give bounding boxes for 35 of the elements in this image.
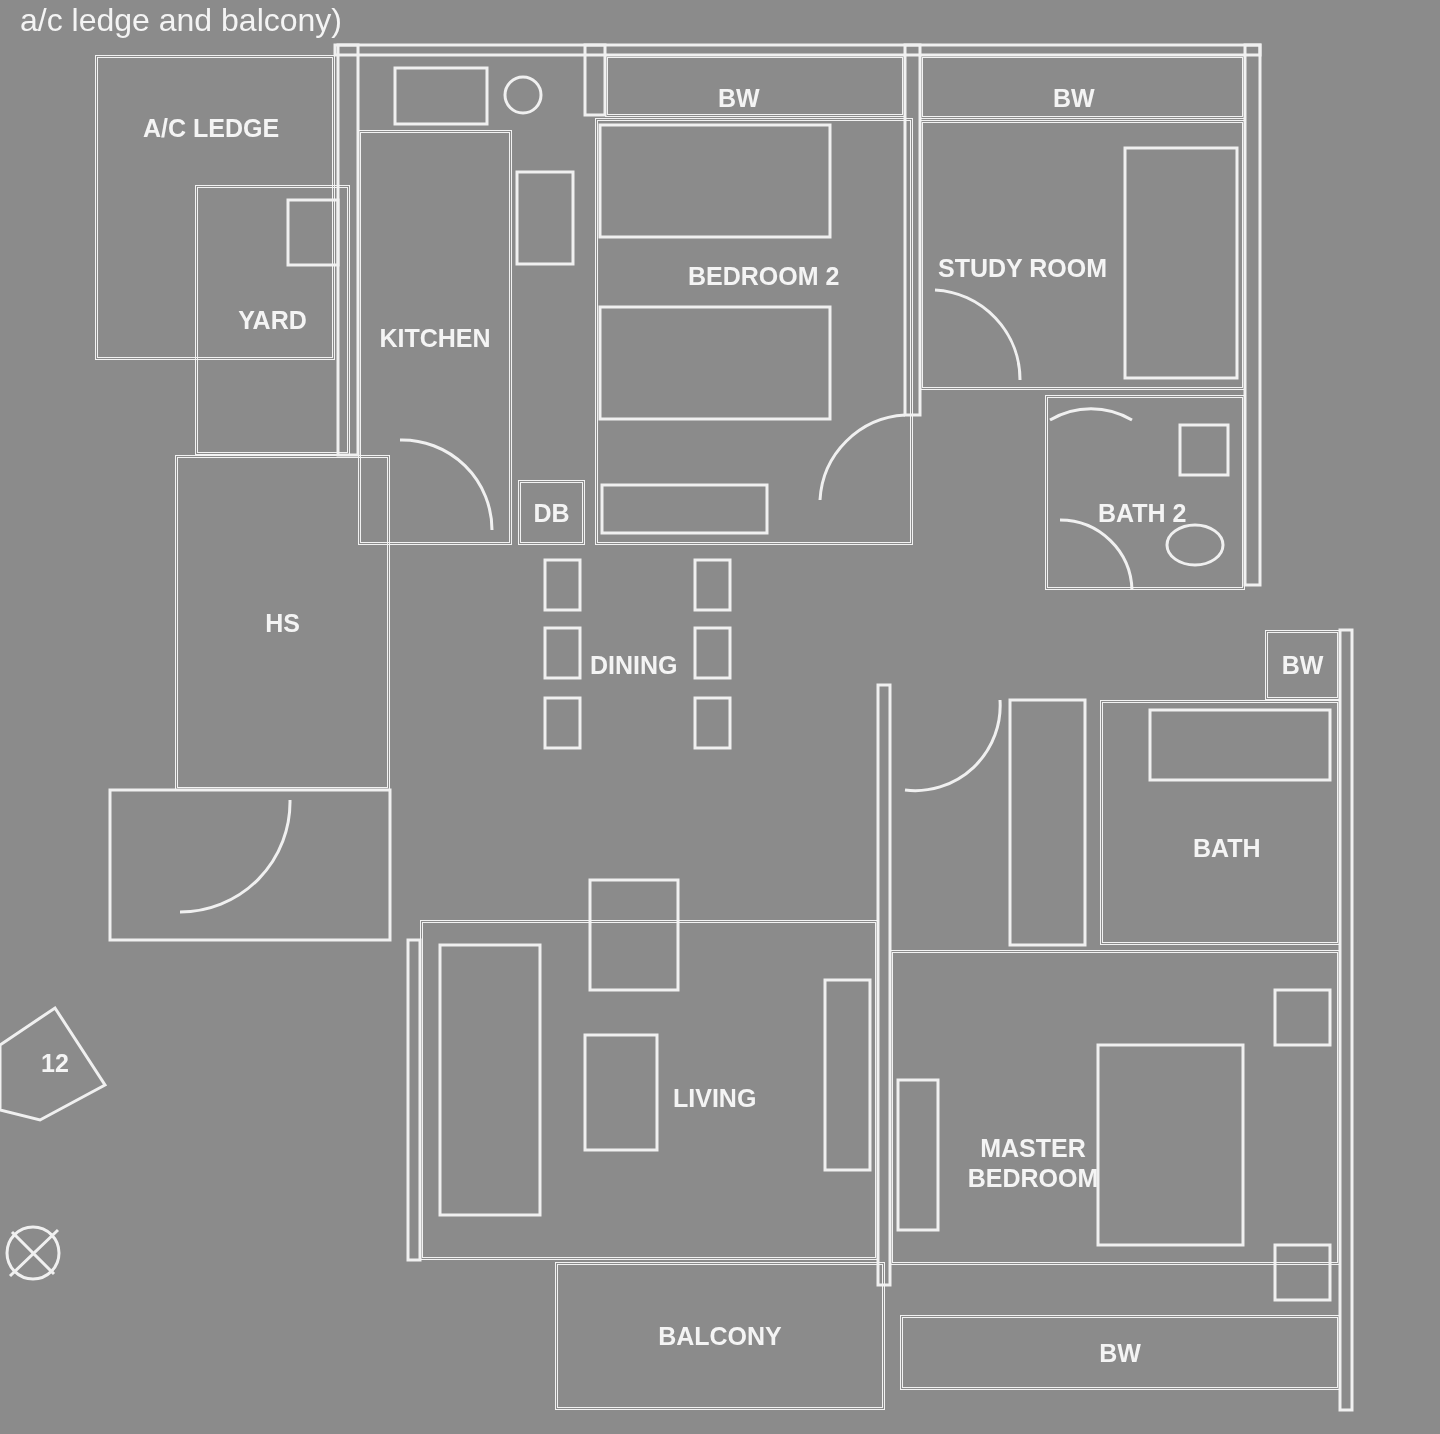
room-outline	[555, 1262, 885, 1410]
room-outline	[358, 130, 512, 545]
room-outline	[95, 55, 335, 360]
room-label: BALCONY	[658, 1321, 782, 1351]
room-label: STUDY ROOM	[938, 253, 1107, 283]
room-outline	[175, 455, 390, 790]
room-label: BATH	[1193, 833, 1261, 863]
room-outline	[1265, 630, 1340, 700]
room-label: HS	[265, 607, 300, 638]
room-label: MASTER BEDROOM	[966, 1133, 1100, 1193]
heading-fragment: a/c ledge and balcony)	[20, 2, 342, 39]
room-label: BW	[1053, 83, 1095, 113]
room-outline	[920, 55, 1245, 119]
room-outline	[920, 120, 1245, 390]
room-label: LIVING	[673, 1083, 757, 1113]
room-label: BW	[1281, 650, 1324, 680]
room-label: DB	[533, 497, 570, 528]
room-outline	[1100, 700, 1340, 945]
block-number: 12	[41, 1047, 69, 1078]
room-label: A/C LEDGE	[143, 113, 280, 143]
room-label: DINING	[590, 650, 678, 680]
room-outline	[595, 118, 913, 545]
room-outline	[890, 950, 1340, 1265]
room-label: KITCHEN	[379, 322, 491, 353]
room-label: BATH 2	[1098, 498, 1187, 528]
room-label: BW	[1099, 1337, 1141, 1368]
room-outline	[900, 1315, 1340, 1390]
room-label: BW	[718, 83, 760, 113]
room-label: BEDROOM 2	[688, 261, 840, 291]
room-outline	[1045, 395, 1245, 590]
room-outline	[195, 185, 350, 455]
room-outline	[605, 55, 905, 117]
room-outline	[420, 920, 878, 1260]
room-outline	[518, 480, 585, 545]
room-label: YARD	[238, 305, 307, 335]
